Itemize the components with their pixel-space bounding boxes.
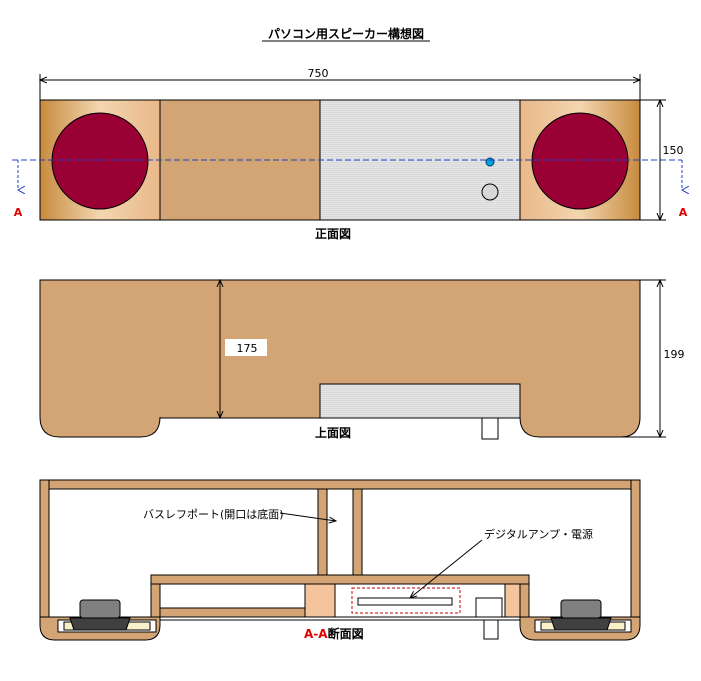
port-wall-left (317, 488, 328, 576)
right-speaker-cone (531, 112, 629, 210)
section-view: バスレフポート(開口は底面) デジタルアンプ・電源 A-A断面図 (39, 479, 641, 641)
inner-floor (159, 607, 306, 618)
top-view-caption: 上面図 (315, 425, 351, 440)
total-depth-dimension-label: 199 (664, 348, 685, 361)
top-view: 175 199 上面図 (39, 280, 685, 440)
height-dimension-label: 150 (663, 144, 684, 157)
drawing-title: パソコン用スピーカー構想図 (268, 26, 424, 41)
section-view-caption: A-A断面図 (304, 626, 364, 641)
amp-board-outline (351, 587, 461, 614)
left-wall (39, 479, 50, 618)
section-mark-right: A (679, 206, 688, 219)
width-dimension-label: 750 (308, 67, 329, 80)
section-caption-text: 断面図 (328, 626, 364, 641)
power-supply (475, 597, 503, 618)
rear-connector (481, 417, 499, 440)
front-view-caption: 正面図 (315, 227, 351, 241)
volume-knob (481, 183, 499, 201)
right-wall (630, 479, 641, 618)
left-driver-magnet (79, 599, 121, 619)
depth-dimension-label: 175 (237, 342, 258, 355)
bass-port-label: バスレフポート(開口は底面) (143, 507, 284, 521)
section-caption-mark: A-A (304, 627, 328, 641)
top-board (39, 479, 641, 490)
amp-label: デジタルアンプ・電源 (484, 527, 593, 541)
port-wall-right (352, 488, 363, 576)
middle-shelf (150, 574, 530, 585)
left-speaker-cone (51, 112, 149, 210)
top-panel (319, 383, 521, 419)
right-driver (550, 617, 612, 631)
right-driver-magnet (560, 599, 602, 619)
section-mark-left: A (14, 206, 23, 219)
front-view: 750 A A 150 正面図 (12, 67, 688, 241)
left-driver (69, 617, 131, 631)
power-led-icon (485, 157, 495, 167)
